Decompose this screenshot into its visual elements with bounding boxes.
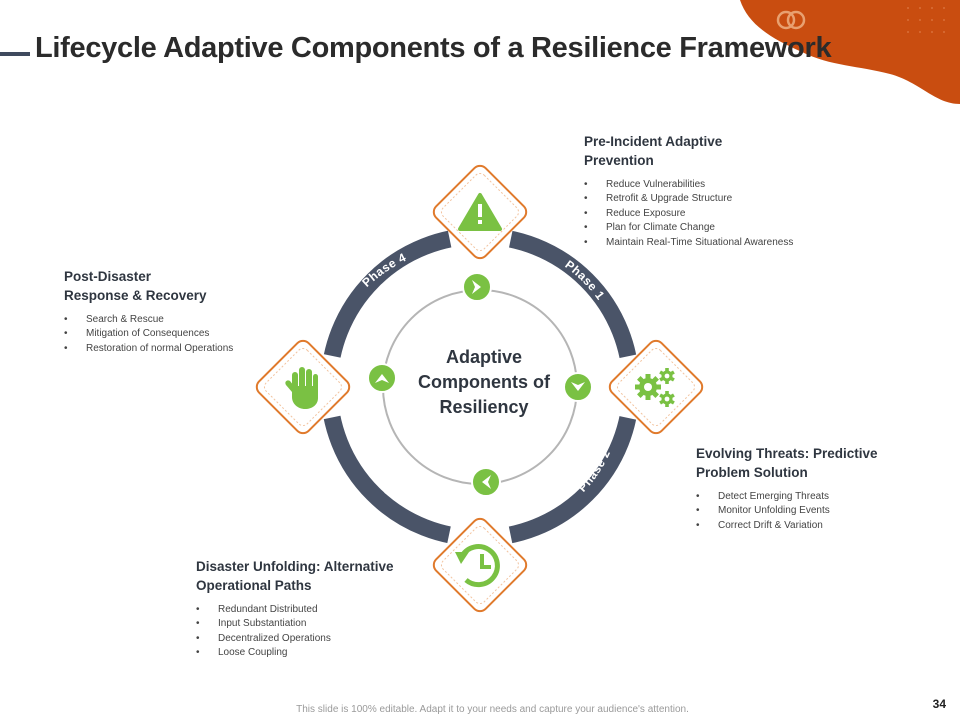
page-number: 34: [932, 697, 946, 711]
disaster-unfolding-list: Redundant Distributed Input Substantiati…: [196, 603, 394, 661]
pre-incident-list: Reduce Vulnerabilities Retrofit & Upgrad…: [584, 178, 793, 250]
list-item: Input Substantiation: [196, 617, 394, 632]
phase-4-label: Phase 4: [359, 250, 408, 290]
list-item: Detect Emerging Threats: [696, 490, 878, 505]
dot-grid: [907, 7, 945, 33]
hand-stop-icon: [285, 367, 318, 409]
list-item: Plan for Climate Change: [584, 221, 793, 236]
phase-1-label: Phase 1: [562, 257, 607, 302]
list-item: Reduce Exposure: [584, 207, 793, 222]
arrow-down-icon: [563, 372, 593, 402]
slide-title: Lifecycle Adaptive Components of a Resil…: [35, 32, 832, 64]
list-item: Mitigation of Consequences: [64, 327, 233, 342]
list-item: Search & Rescue: [64, 313, 233, 328]
list-item: Correct Drift & Variation: [696, 519, 878, 534]
title-accent-line: [0, 52, 30, 56]
arrow-left-icon: [471, 467, 501, 497]
list-item: Redundant Distributed: [196, 603, 394, 618]
list-item: Reduce Vulnerabilities: [584, 178, 793, 193]
gears-icon: [635, 368, 675, 407]
arrow-up-icon: [367, 363, 397, 393]
evolving-threats-list: Detect Emerging Threats Monitor Unfoldin…: [696, 490, 878, 534]
footer-note: This slide is 100% editable. Adapt it to…: [296, 704, 689, 715]
list-item: Maintain Real-Time Situational Awareness: [584, 236, 793, 251]
list-item: Decentralized Operations: [196, 632, 394, 647]
warning-icon: [458, 193, 502, 231]
post-disaster-list: Search & Rescue Mitigation of Consequenc…: [64, 313, 233, 357]
list-item: Loose Coupling: [196, 646, 394, 661]
clock-refresh-icon: [455, 544, 500, 588]
rings-logo-icon: [776, 10, 806, 30]
corner-decoration: [740, 0, 960, 104]
list-item: Retrofit & Upgrade Structure: [584, 192, 793, 207]
center-label: Adaptive Components of Resiliency: [418, 347, 550, 417]
list-item: Monitor Unfolding Events: [696, 504, 878, 519]
arrow-right-icon: [462, 272, 492, 302]
list-item: Restoration of normal Operations: [64, 342, 233, 357]
